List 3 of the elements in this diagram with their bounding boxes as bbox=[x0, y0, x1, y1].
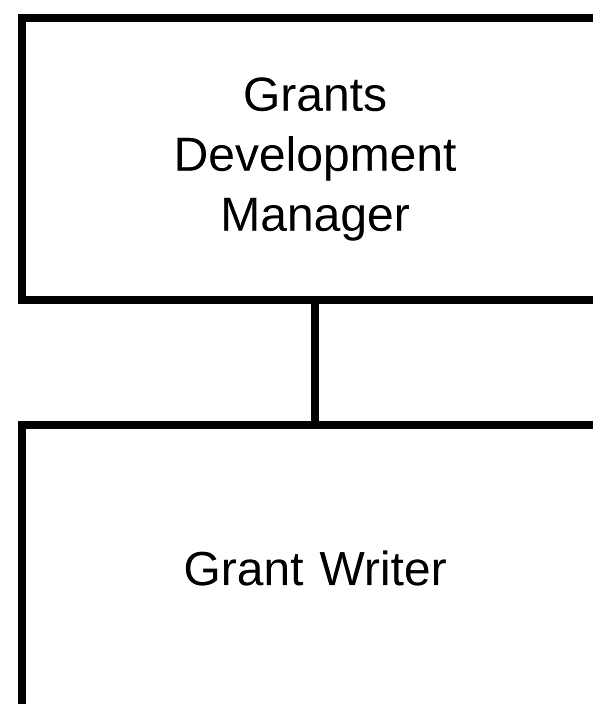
org-box: Grants Development Manager bbox=[18, 14, 593, 304]
org-box: Grant Writer bbox=[18, 421, 593, 704]
connector-line bbox=[311, 304, 319, 421]
